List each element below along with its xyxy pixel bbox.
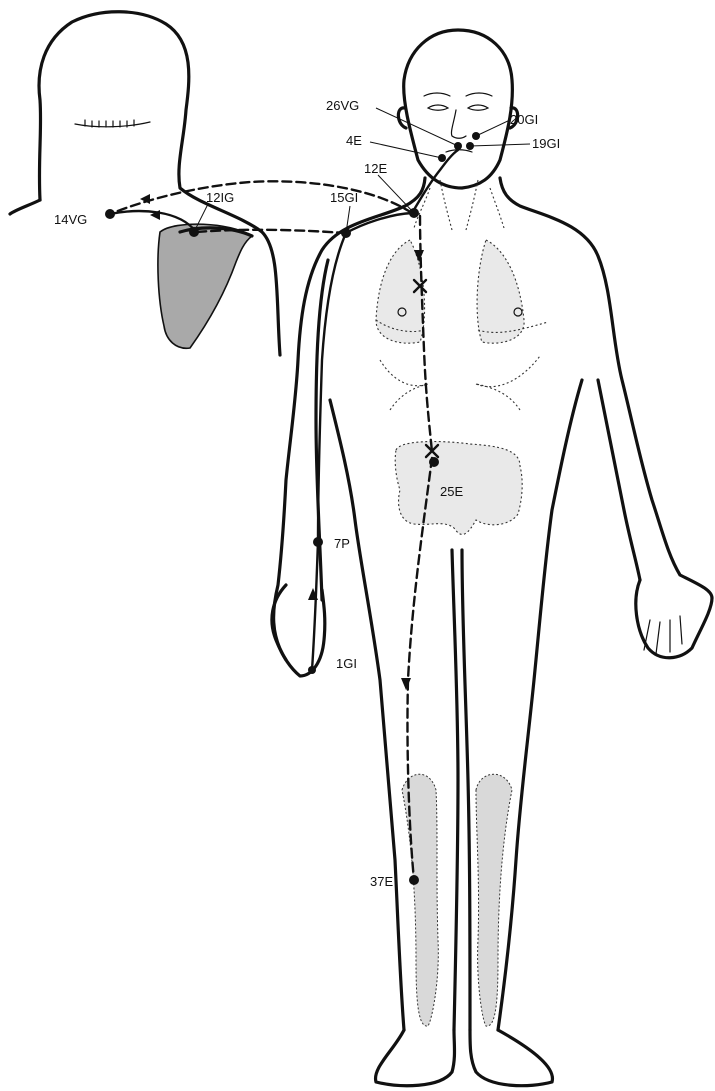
front-figure: [272, 30, 712, 1086]
label-15gi: 15GI: [330, 190, 358, 205]
point-1gi: [308, 666, 316, 674]
label-7p: 7P: [334, 536, 350, 551]
head-outline: [404, 30, 513, 188]
eyes: [428, 105, 488, 110]
label-37e: 37E: [370, 874, 393, 889]
leader-12e: [378, 175, 414, 213]
label-1gi: 1GI: [336, 656, 357, 671]
leader-20gi: [476, 120, 510, 136]
label-19gi: 19GI: [532, 136, 560, 151]
inner-left-leg: [452, 550, 458, 1030]
leader-19gi: [470, 144, 530, 146]
point-37e: [409, 875, 419, 885]
point-14vg: [105, 209, 115, 219]
point-25e: [429, 457, 439, 467]
label-4e: 4E: [346, 133, 362, 148]
label-14vg: 14VG: [54, 212, 87, 227]
leader-lines: [194, 108, 530, 233]
body-right-outline: [500, 178, 712, 598]
leg-arrow: [401, 678, 411, 690]
rib-cage: [380, 356, 540, 410]
back-neck-left: [10, 200, 40, 214]
right-hand: [636, 580, 712, 658]
right-foot: [470, 1030, 552, 1086]
leader-4e: [370, 142, 442, 158]
eyebrows: [424, 93, 492, 96]
scapula-bone: [158, 224, 252, 348]
torso-left-side: [330, 400, 404, 1030]
label-20gi: 20GI: [510, 112, 538, 127]
label-26vg: 26VG: [326, 98, 359, 113]
nose: [451, 110, 466, 138]
leader-26vg: [376, 108, 458, 146]
point-7p: [313, 537, 323, 547]
left-tibia: [402, 774, 438, 1026]
left-foot: [376, 1030, 455, 1086]
back-loop-path: [110, 181, 412, 214]
right-tibia: [476, 774, 512, 1026]
label-12ig: 12IG: [206, 190, 234, 205]
label-25e: 25E: [440, 484, 463, 499]
label-12e: 12E: [364, 161, 387, 176]
hairline-ticks: [85, 120, 134, 127]
inner-right-arm: [598, 380, 640, 580]
inner-right-leg: [462, 550, 470, 1030]
right-lung: [477, 240, 524, 343]
